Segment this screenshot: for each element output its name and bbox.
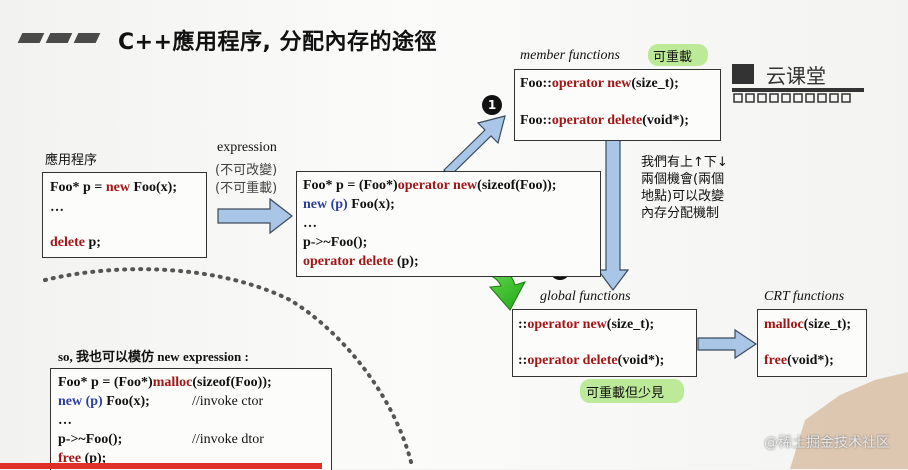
imitate-line-placement-new: new (p) Foo(x); xyxy=(58,394,150,409)
app-program-box xyxy=(42,172,207,258)
app-delete-line: delete p; xyxy=(50,235,101,250)
expression-note-unchangeable: (不可改變) xyxy=(215,163,278,178)
member-operator-new-line: Foo::operator new(size_t); xyxy=(520,76,679,91)
side-note-line: 兩個機會(兩個 xyxy=(641,172,725,187)
global-operator-new-line: ::operator new(size_t); xyxy=(518,317,655,332)
global-functions-note: 可重載但少見 xyxy=(586,386,665,401)
imitate-line-dtor: p->~Foo(); xyxy=(58,432,123,447)
expansion-line-placement-new: new (p) Foo(x); xyxy=(303,197,395,212)
video-progress-bar[interactable] xyxy=(0,463,322,469)
app-ellipsis: … xyxy=(50,200,64,215)
global-note-highlight xyxy=(580,379,684,403)
imitate-comment-dtor: //invoke dtor xyxy=(192,432,264,447)
member-overload-highlight xyxy=(648,44,708,66)
badge-1: 1 xyxy=(482,95,502,115)
cloud-classroom-logo-icon xyxy=(732,64,864,103)
expansion-line-operator-delete: operator delete (p); xyxy=(303,254,419,269)
global-functions-box xyxy=(512,309,697,377)
imitate-comment-ctor: //invoke ctor xyxy=(192,394,264,409)
side-note-line: 地點)可以改變 xyxy=(641,189,725,204)
imitate-line-malloc: Foo* p = (Foo*)malloc(sizeof(Foo)); xyxy=(58,375,272,390)
side-note-line: 我們有上↑下↓ xyxy=(641,155,728,170)
imitate-line-free: free (p); xyxy=(58,451,107,466)
imitate-ellipsis: … xyxy=(58,413,72,428)
expansion-box xyxy=(296,171,601,277)
pointer-stick xyxy=(790,372,908,469)
watermark: @稀土掘金技术社区 xyxy=(764,435,890,451)
side-note: 我們有上↑下↓ 兩個機會(兩個 地點)可以改變 內存分配機制 xyxy=(641,154,728,222)
logo-text: 云课堂 xyxy=(766,64,826,88)
expansion-ellipsis: … xyxy=(303,216,317,231)
logo: 云课堂 xyxy=(728,58,868,115)
side-note-line: 內存分配機制 xyxy=(641,206,720,221)
app-new-line: Foo* p = new Foo(x); xyxy=(50,180,177,195)
arrow-middle-to-member xyxy=(443,115,506,177)
imitate-label: so, 我也可以模仿 new expression : xyxy=(58,349,249,364)
app-program-label: 應用程序 xyxy=(45,153,98,168)
dotted-curve xyxy=(43,267,414,468)
expression-note-not-overloadable: (不可重載) xyxy=(215,181,278,196)
crt-functions-box xyxy=(757,309,867,377)
member-overload-tag: 可重載 xyxy=(653,50,693,65)
arrow-app-to-middle xyxy=(217,197,293,235)
global-functions-label: global functions xyxy=(540,289,631,304)
slide-title: C++應用程序, 分配內存的途徑 xyxy=(118,30,438,55)
member-operator-delete-line: Foo::operator delete(void*); xyxy=(520,113,689,128)
crt-malloc-line: malloc(size_t); xyxy=(764,317,852,332)
imitate-box xyxy=(50,368,332,470)
member-functions-label: member functions xyxy=(520,48,620,63)
crt-functions-label: CRT functions xyxy=(764,289,845,304)
expression-label: expression xyxy=(217,140,277,155)
expansion-line-operator-new: Foo* p = (Foo*)operator new(sizeof(Foo))… xyxy=(303,178,557,193)
crt-free-line: free(void*); xyxy=(764,353,834,368)
global-operator-delete-line: ::operator delete(void*); xyxy=(518,353,665,368)
expansion-line-dtor: p->~Foo(); xyxy=(303,235,368,250)
arrow-global-to-crt xyxy=(697,328,758,360)
arrow-member-to-global xyxy=(596,139,630,291)
member-functions-box xyxy=(514,69,721,141)
